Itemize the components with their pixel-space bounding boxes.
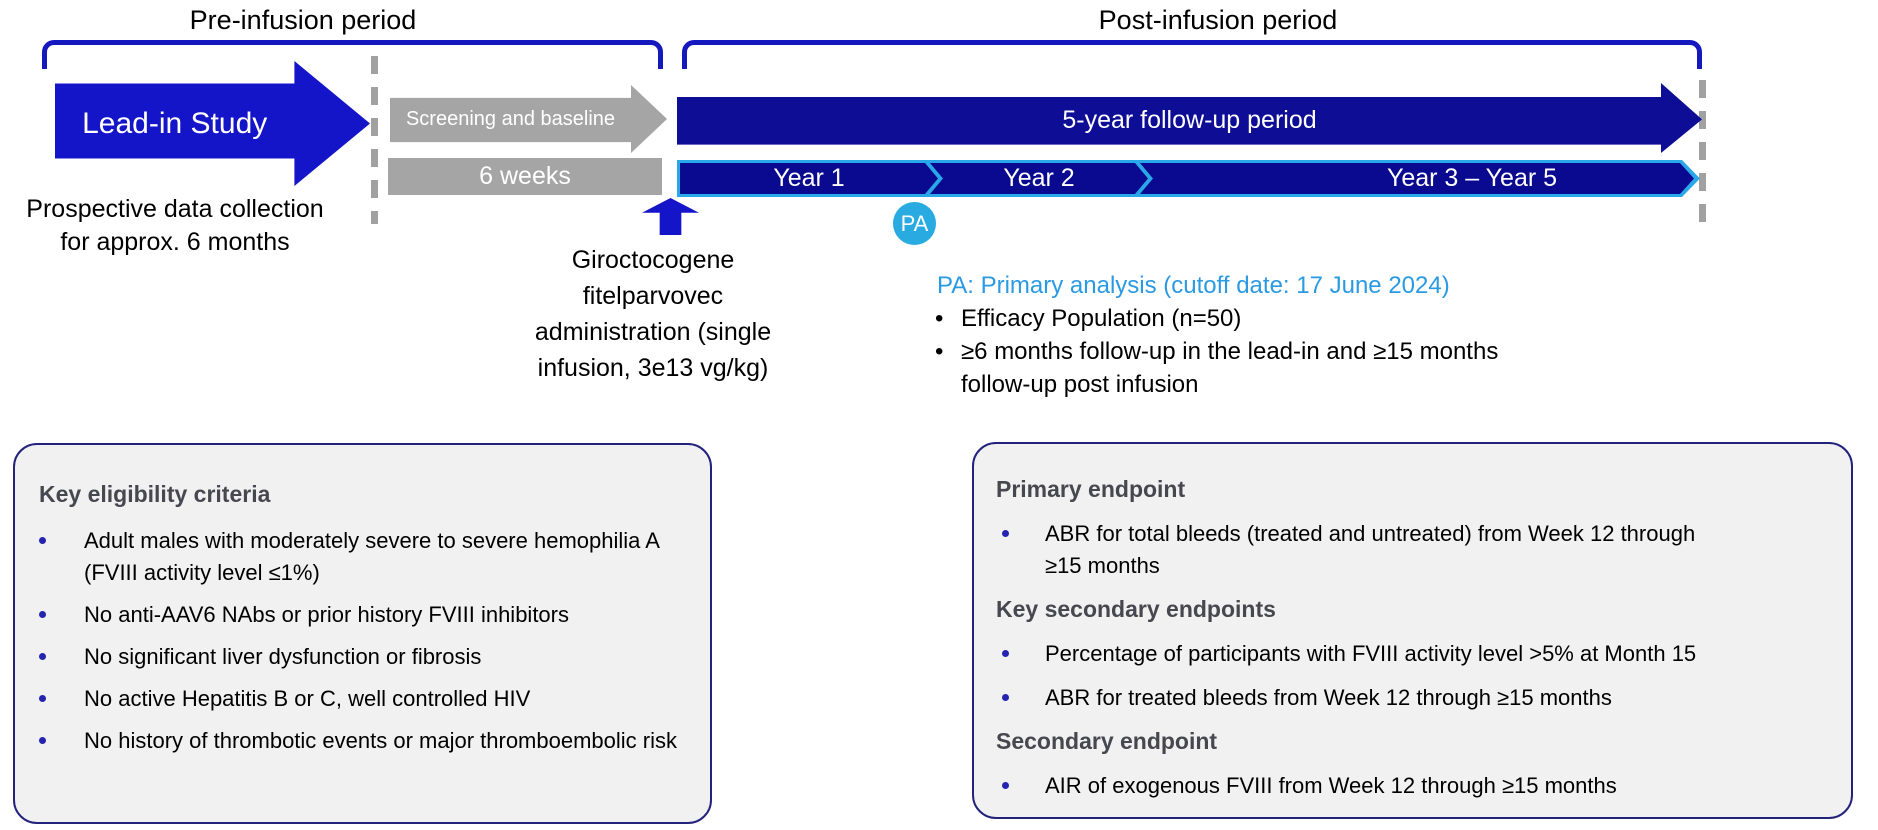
followup-period-arrow: 5-year follow-up period (677, 83, 1702, 153)
year-segment-2-label: Year 2 (1003, 164, 1075, 192)
bullet-dot-icon (1002, 530, 1009, 537)
pre-infusion-title: Pre-infusion period (189, 5, 417, 35)
dashed-divider-right (1699, 80, 1706, 228)
infusion-note-line1: Giroctocogene (571, 246, 735, 274)
eligibility-bullet-item: No anti-AAV6 NAbs or prior history FVIII… (39, 599, 690, 631)
screening-baseline-arrow: Screening and baseline (390, 85, 667, 153)
primary-analysis-bullets: Efficacy Population (n=50) ≥6 months fol… (935, 302, 1561, 401)
post-infusion-bracket (682, 40, 1702, 69)
lead-in-note-line1: Prospective data collection (26, 195, 324, 223)
eligibility-bullet-item: Adult males with moderately severe to se… (39, 525, 690, 589)
year-segment-3-5: Year 3 – Year 5 (1140, 163, 1694, 194)
screening-baseline-label: Screening and baseline (405, 107, 616, 130)
eligibility-box-title: Key eligibility criteria (39, 481, 271, 507)
bullet-dot-icon (39, 653, 46, 660)
pa-bullet-text: Efficacy Population (n=50) (961, 305, 1242, 332)
eligibility-bullet-item: No significant liver dysfunction or fibr… (39, 641, 690, 673)
lead-in-note-line2: for approx. 6 months (60, 228, 290, 256)
endpoint-bullet-text: ABR for total bleeds (treated and untrea… (1045, 521, 1696, 578)
primary-analysis-caption: PA: Primary analysis (cutoff date: 17 Ju… (937, 272, 1450, 299)
dashed-divider-left (371, 56, 378, 224)
endpoint-bullet-text: AIR of exogenous FVIII from Week 12 thro… (1045, 773, 1617, 798)
infusion-note-line4: infusion, 3e13 vg/kg) (537, 354, 769, 382)
year-segment-2: Year 2 (930, 163, 1148, 194)
lead-in-study-arrow: Lead-in Study (55, 61, 370, 186)
followup-period-label: 5-year follow-up period (1062, 106, 1317, 134)
endpoint-bullet-item: Percentage of participants with FVIII ac… (996, 638, 1831, 670)
bullet-dot-icon (39, 737, 46, 744)
year-segment-1: Year 1 (680, 163, 938, 194)
pa-bullet-text: ≥6 months follow-up in the lead-in and ≥… (961, 338, 1499, 398)
year-segment-3-5-label: Year 3 – Year 5 (1386, 164, 1558, 192)
endpoint-bullet-item: AIR of exogenous FVIII from Week 12 thro… (996, 770, 1831, 802)
pre-infusion-bracket (42, 40, 663, 69)
eligibility-bullet-item: No active Hepatitis B or C, well control… (39, 683, 690, 715)
screening-duration-bar: 6 weeks (388, 158, 662, 195)
bullet-dot-icon (1002, 782, 1009, 789)
eligibility-criteria-box: Key eligibility criteria Adult males wit… (13, 443, 712, 824)
bullet-dot-icon (935, 335, 961, 401)
secondary-endpoint-heading: Secondary endpoint (996, 728, 1218, 754)
endpoints-box: Primary endpoint ABR for total bleeds (t… (972, 442, 1853, 819)
bullet-dot-icon (39, 611, 46, 618)
infusion-note-line3: administration (single (534, 318, 772, 346)
bullet-dot-icon (39, 695, 46, 702)
endpoint-bullet-item: ABR for treated bleeds from Week 12 thro… (996, 682, 1831, 714)
primary-analysis-marker-label: PA (900, 210, 929, 236)
screening-duration-label: 6 weeks (479, 162, 571, 190)
eligibility-bullet-text: No history of thrombotic events or major… (84, 728, 677, 753)
year-timeline-bar: Year 1 Year 2 Year 3 – Year 5 (677, 160, 1700, 197)
primary-endpoint-heading: Primary endpoint (996, 476, 1186, 502)
bullet-dot-icon (1002, 694, 1009, 701)
eligibility-bullet-text: No active Hepatitis B or C, well control… (84, 686, 531, 711)
eligibility-bullet-text: No significant liver dysfunction or fibr… (84, 644, 482, 669)
bullet-dot-icon (39, 537, 46, 544)
eligibility-bullet-text: No anti-AAV6 NAbs or prior history FVIII… (84, 602, 569, 627)
bullet-dot-icon (1002, 650, 1009, 657)
endpoint-bullet-text: ABR for treated bleeds from Week 12 thro… (1045, 685, 1612, 710)
bullet-dot-icon (935, 302, 961, 335)
eligibility-bullet-item: No history of thrombotic events or major… (39, 725, 690, 757)
infusion-note-line2: fitelparvovec (582, 282, 724, 310)
lead-in-study-label: Lead-in Study (82, 106, 268, 140)
endpoint-bullet-item: ABR for total bleeds (treated and untrea… (996, 518, 1831, 582)
key-secondary-endpoints-heading: Key secondary endpoints (996, 596, 1276, 622)
endpoint-bullet-text: Percentage of participants with FVIII ac… (1045, 641, 1697, 666)
pa-bullet-item: ≥6 months follow-up in the lead-in and ≥… (935, 335, 1561, 401)
infusion-up-arrow-icon (642, 198, 699, 235)
infusion-note: Giroctocogene fitelparvovec administrati… (453, 242, 853, 386)
lead-in-note: Prospective data collection for approx. … (15, 193, 335, 259)
primary-analysis-marker: PA (893, 202, 936, 245)
post-infusion-title: Post-infusion period (1098, 5, 1338, 35)
year-segment-1-label: Year 1 (773, 164, 845, 192)
pa-bullet-item: Efficacy Population (n=50) (935, 302, 1561, 335)
eligibility-bullet-text: Adult males with moderately severe to se… (84, 528, 659, 585)
